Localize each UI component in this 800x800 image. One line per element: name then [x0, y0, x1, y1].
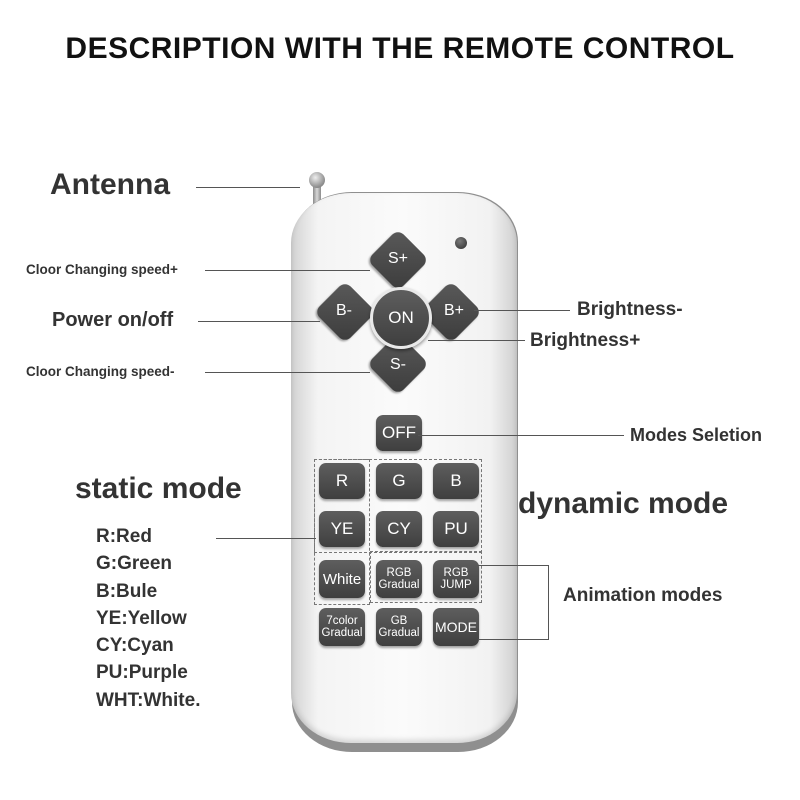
purple-button[interactable]: PU [433, 511, 479, 547]
animation-bottom-leader [478, 639, 548, 640]
speed-plus-label: Cloor Changing speed+ [26, 262, 178, 277]
cyan-button[interactable]: CY [376, 511, 422, 547]
speed-plus-leader [205, 270, 370, 271]
yellow-button[interactable]: YE [319, 511, 365, 547]
mode-button[interactable]: MODE [433, 608, 479, 646]
static-mode-label: static mode [75, 472, 242, 505]
legend-item: B:Bule [96, 580, 158, 602]
s-plus-label: S+ [387, 250, 408, 267]
legend-item: R:Red [96, 526, 152, 547]
animation-bracket [548, 565, 549, 640]
legend-item: G:Green [96, 553, 173, 575]
dynamic-mode-label: dynamic mode [518, 487, 729, 520]
gb-gradual-line2: Gradual [378, 627, 420, 639]
brightness-minus-label: Brightness- [577, 299, 683, 320]
blue-button[interactable]: B [433, 463, 479, 499]
legend-item: CY:Cyan [96, 635, 174, 657]
brightness-plus-label: Brightness+ [530, 330, 641, 351]
speed-minus-leader [205, 372, 370, 373]
speed-minus-label: Cloor Changing speed- [26, 364, 175, 379]
antenna-label: Antenna [50, 168, 170, 201]
animation-key-group [370, 551, 482, 603]
legend-item: PU:Purple [96, 662, 188, 684]
antenna-stem [313, 180, 321, 210]
off-button[interactable]: OFF [376, 415, 422, 451]
rgb-gradual-line2: Gradual [378, 579, 420, 591]
legend-item: WHT:White. [96, 689, 201, 711]
power-leader [198, 321, 320, 322]
seven-color-line1: 7color [326, 615, 358, 627]
seven-color-line2: Gradual [321, 627, 363, 639]
color-legend: R:Red G:Green B:Bule YE:Yellow CY:Cyan P… [96, 523, 200, 714]
animation-modes-label: Animation modes [563, 585, 723, 606]
white-button[interactable]: White [319, 560, 365, 598]
brightness-minus-leader [474, 310, 570, 311]
rgb-jump-button[interactable]: RGB JUMP [433, 560, 479, 598]
gb-gradual-line1: GB [390, 615, 408, 627]
modes-selection-label: Modes Seletion [630, 425, 763, 445]
power-label: Power on/off [52, 309, 174, 331]
led-indicator [455, 237, 467, 249]
animation-top-leader [478, 565, 548, 566]
seven-color-gradual-button[interactable]: 7color Gradual [319, 608, 365, 646]
legend-item: YE:Yellow [96, 607, 187, 629]
static-mode-leader [216, 538, 316, 539]
rgb-gradual-line1: RGB [386, 567, 412, 579]
b-plus-label: B+ [443, 302, 464, 319]
b-minus-label: B- [336, 302, 352, 319]
rgb-jump-line1: RGB [443, 567, 469, 579]
on-button[interactable]: ON [370, 287, 432, 349]
red-button[interactable]: R [319, 463, 365, 499]
antenna-tip [309, 172, 325, 188]
gb-gradual-button[interactable]: GB Gradual [376, 608, 422, 646]
green-button[interactable]: G [376, 463, 422, 499]
brightness-plus-leader [428, 340, 525, 341]
antenna-leader [196, 187, 300, 188]
rgb-jump-line2: JUMP [440, 579, 472, 591]
white-key-group [314, 459, 370, 605]
rgb-gradual-button[interactable]: RGB Gradual [376, 560, 422, 598]
modes-selection-leader [418, 435, 624, 436]
s-minus-label: S- [390, 356, 406, 373]
page-title: DESCRIPTION WITH THE REMOTE CONTROL [65, 32, 735, 65]
